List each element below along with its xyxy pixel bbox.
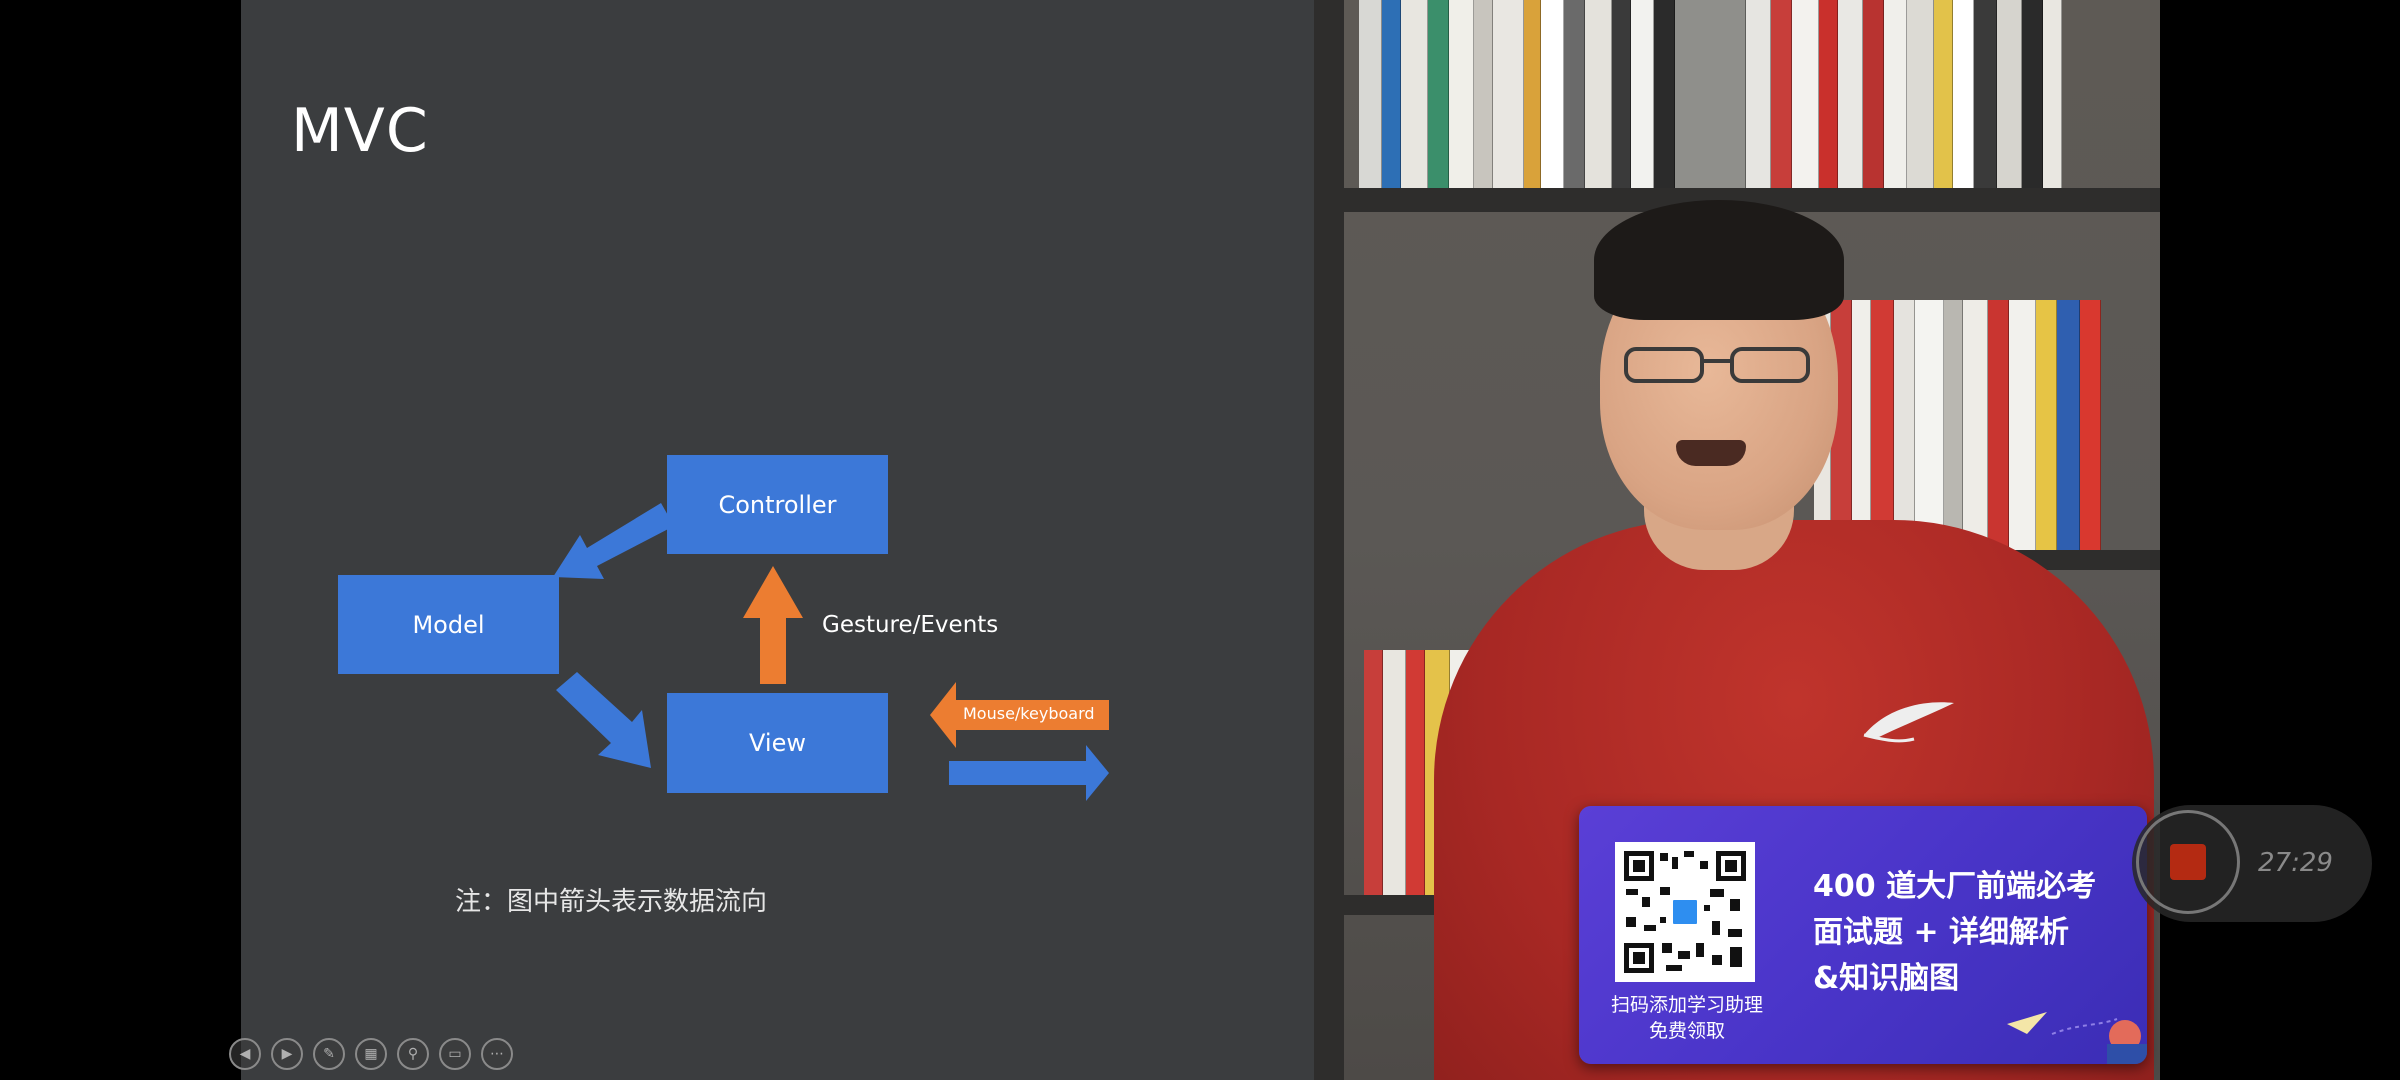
- top-shelf-books: [1359, 0, 2159, 188]
- arrow-output-right: [949, 745, 1109, 801]
- screen-icon[interactable]: ▭: [439, 1038, 471, 1070]
- view-label: View: [749, 729, 806, 757]
- view-box: View: [667, 693, 888, 793]
- prev-icon[interactable]: ◀: [229, 1038, 261, 1070]
- qr-caption-line-1: 扫码添加学习助理: [1610, 994, 1763, 1016]
- mouse-keyboard-label: Mouse/keyboard: [963, 704, 1095, 723]
- screen-recorder-widget[interactable]: 27:29: [2132, 805, 2372, 922]
- controller-label: Controller: [718, 490, 837, 519]
- arrow-view-to-controller: [743, 566, 803, 684]
- presentation-slide: MVC Controller Model View Gesture/Events…: [229, 0, 1314, 1080]
- presenter-hair: [1594, 200, 1844, 320]
- play-icon[interactable]: ▶: [271, 1038, 303, 1070]
- arrow-mouse-keyboard: [930, 682, 1109, 748]
- promo-headline-line-2: 面试题 + 详细解析: [1813, 915, 2070, 950]
- model-box: Model: [338, 575, 559, 674]
- mvc-diagram-arrows: [553, 503, 1109, 801]
- chat-icon: [1670, 897, 1700, 927]
- qr-caption-line-2: 免费领取: [1648, 1020, 1725, 1042]
- slides-icon[interactable]: ▦: [355, 1038, 387, 1070]
- feather-logo-icon: [1863, 702, 1954, 743]
- recording-timer: 27:29: [2258, 848, 2333, 878]
- qr-code[interactable]: [1615, 842, 1755, 982]
- controller-box: Controller: [667, 455, 888, 554]
- stop-icon: [2170, 844, 2206, 880]
- more-icon[interactable]: ⋯: [481, 1038, 513, 1070]
- promo-headline: 400 道大厂前端必考 面试题 + 详细解析 &知识脑图: [1813, 864, 2096, 1002]
- shelf-side-left: [1314, 0, 1344, 1080]
- slide-note: 注：图中箭头表示数据流向: [455, 887, 768, 917]
- slide-title: MVC: [291, 96, 429, 166]
- arrow-model-to-view: [556, 672, 651, 768]
- zoom-icon[interactable]: ⚲: [397, 1038, 429, 1070]
- glasses-icon: [1624, 347, 1810, 383]
- pen-icon[interactable]: ✎: [313, 1038, 345, 1070]
- gesture-events-label: Gesture/Events: [822, 612, 999, 638]
- presenter-mouth: [1676, 440, 1746, 466]
- qr-caption: 扫码添加学习助理 免费领取: [1589, 992, 1785, 1044]
- record-stop-button[interactable]: [2136, 810, 2240, 914]
- arrow-controller-to-model: [553, 503, 674, 579]
- model-label: Model: [412, 610, 485, 639]
- promo-card[interactable]: 扫码添加学习助理 免费领取 400 道大厂前端必考 面试题 + 详细解析 &知识…: [1579, 806, 2147, 1064]
- slide-toolbar: ◀ ▶ ✎ ▦ ⚲ ▭ ⋯: [229, 1038, 513, 1070]
- promo-headline-line-3: &知识脑图: [1813, 961, 1960, 996]
- promo-headline-line-1: 400 道大厂前端必考: [1813, 869, 2097, 904]
- paper-plane-illustration-icon: [2007, 1012, 2147, 1064]
- middle-shelf-books: [1814, 300, 2160, 550]
